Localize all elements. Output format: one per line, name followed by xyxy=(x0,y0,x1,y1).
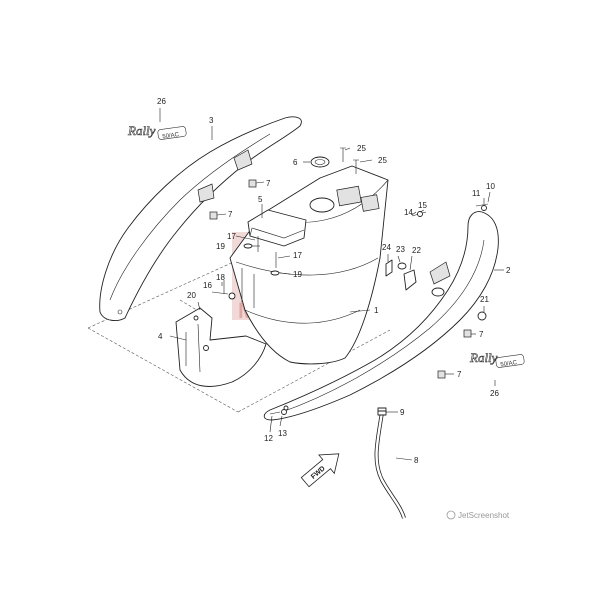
callout-22: 22 xyxy=(412,246,421,255)
clip-7a xyxy=(248,179,257,188)
leaders xyxy=(159,108,504,461)
washer-16 xyxy=(228,292,236,300)
callout-3: 3 xyxy=(209,116,214,125)
decal-sub-right: 50/AC xyxy=(500,360,518,368)
callout-8: 8 xyxy=(414,456,419,465)
callout-20: 20 xyxy=(187,291,196,300)
callout-5: 5 xyxy=(258,195,263,204)
callout-11: 11 xyxy=(472,189,481,198)
clamp-9 xyxy=(377,410,387,416)
part-5-lid xyxy=(247,209,307,247)
callout-6: 6 xyxy=(293,158,298,167)
callout-7d: 7 xyxy=(457,370,462,379)
part-8-hose xyxy=(374,407,406,519)
callout-26-top: 26 xyxy=(157,97,166,106)
callout-7c: 7 xyxy=(479,330,484,339)
washer-13 xyxy=(281,409,287,415)
callout-12: 12 xyxy=(264,434,273,443)
fwd-arrow: FWD xyxy=(300,453,340,488)
decal-text-left: Rally xyxy=(127,123,156,138)
washer-10 xyxy=(481,205,487,211)
callout-26-right: 26 xyxy=(490,389,499,398)
part-3-left-side-cover xyxy=(99,116,302,321)
callout-21: 21 xyxy=(480,295,489,304)
decal-sub-left: 50/AC xyxy=(162,132,180,140)
callout-23: 23 xyxy=(396,245,405,254)
nut-23 xyxy=(397,262,407,270)
part-4-lower-cover xyxy=(175,307,267,387)
part-26-decal-left: Rally 50/AC xyxy=(127,123,187,140)
part-26-decal-right: Rally 50/AC xyxy=(469,350,525,368)
callout-24: 24 xyxy=(382,243,391,252)
callout-19a: 19 xyxy=(216,242,225,251)
clip-7d xyxy=(437,370,446,379)
callout-7b: 7 xyxy=(228,210,233,219)
washer-19a xyxy=(243,243,253,249)
callout-17b: 17 xyxy=(293,251,302,260)
callout-25a: 25 xyxy=(357,144,366,153)
callout-10: 10 xyxy=(486,182,495,191)
grommet-21 xyxy=(477,311,487,321)
bolt-25b xyxy=(353,159,359,174)
decal-text-right: Rally xyxy=(469,350,498,365)
callout-15: 15 xyxy=(418,201,427,210)
bracket-22 xyxy=(403,269,417,291)
callout-9: 9 xyxy=(400,408,405,417)
callout-13: 13 xyxy=(278,429,287,438)
screw-12 xyxy=(269,411,281,415)
hardware xyxy=(209,147,489,416)
screw-11 xyxy=(475,203,489,207)
callout-4: 4 xyxy=(158,332,163,341)
callout-25b: 25 xyxy=(378,156,387,165)
washer-19b xyxy=(270,270,280,276)
callout-18: 18 xyxy=(216,273,225,282)
clip-7b xyxy=(209,211,218,220)
callouts: 26 3 7 5 6 25 25 17 17 19 19 18 16 20 4 … xyxy=(157,97,511,465)
credit-text: JetScreenshot xyxy=(458,511,510,520)
washer-15 xyxy=(417,211,423,217)
part-1-storage-box xyxy=(229,165,389,365)
callout-1: 1 xyxy=(374,306,379,315)
part-6-grommet xyxy=(310,156,330,168)
part-2-right-side-cover xyxy=(263,211,499,421)
callout-7a: 7 xyxy=(266,179,271,188)
callout-17a: 17 xyxy=(227,232,236,241)
callout-14: 14 xyxy=(404,208,413,217)
bolt-25a xyxy=(340,147,346,162)
clip-7c xyxy=(463,329,472,338)
callout-19b: 19 xyxy=(293,270,302,279)
jetscreenshot-credit: JetScreenshot xyxy=(446,510,510,520)
callout-16: 16 xyxy=(203,281,212,290)
clip-24 xyxy=(385,259,393,277)
callout-2: 2 xyxy=(506,266,511,275)
